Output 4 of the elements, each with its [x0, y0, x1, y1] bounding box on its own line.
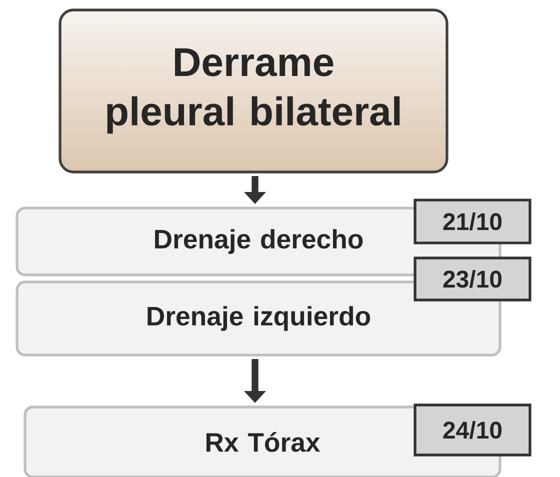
- date-tag: 21/10: [414, 198, 532, 244]
- date-tag: 24/10: [414, 404, 532, 456]
- date-tag: 23/10: [414, 256, 532, 302]
- title-box: Derrame pleural bilateral: [58, 8, 448, 174]
